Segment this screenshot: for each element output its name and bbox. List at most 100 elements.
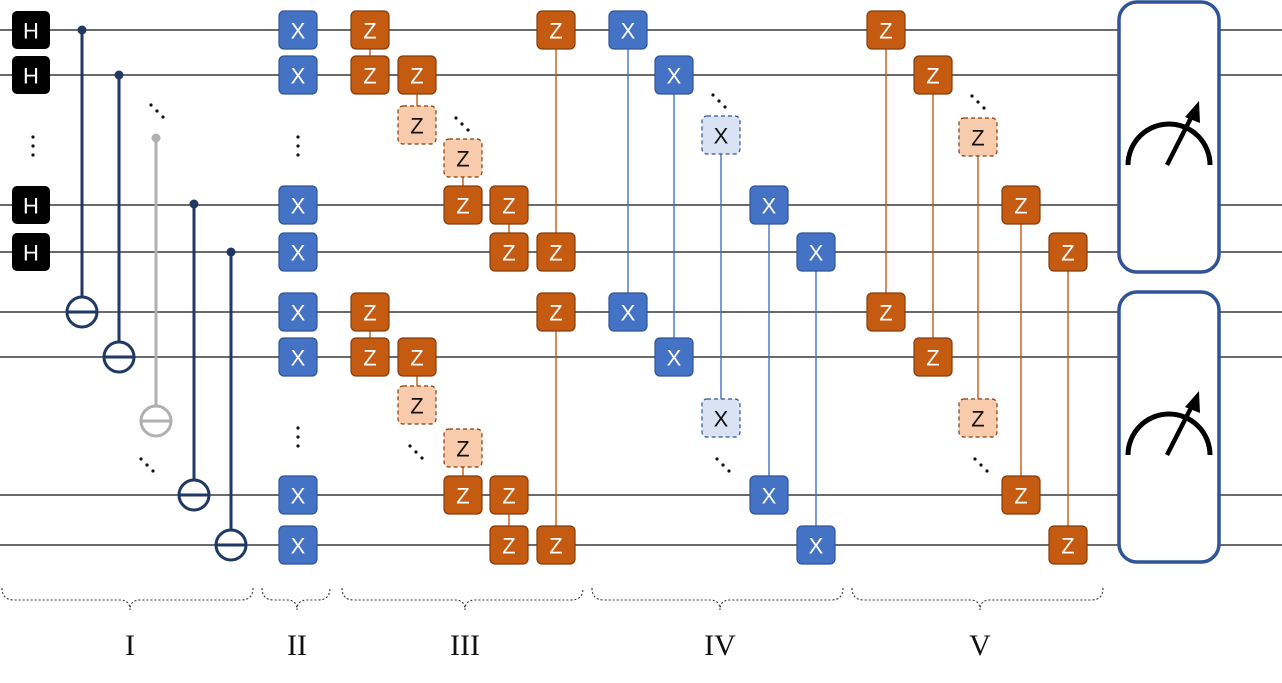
section-brace [341,587,584,611]
ellipsis-dots-icon [296,153,300,157]
x-gate [278,185,318,225]
gate-label: Z [549,301,562,326]
section-label: III [450,629,480,662]
ellipsis-dots-icon [973,457,977,461]
section-label: V [969,629,991,662]
gate-label: Z [879,301,892,326]
gate-label: X [291,346,306,371]
measurement-meter-icon [1125,411,1213,456]
section-label: I [125,629,135,662]
section-label: IV [704,629,736,662]
hadamard-label: H [23,19,39,44]
ellipsis-dots-icon [139,457,143,461]
ellipsis-dots-icon [149,103,153,107]
z-gate [536,292,576,332]
x-gate [749,475,789,515]
gate-label: X [291,534,306,559]
gate-label: Z [502,484,515,509]
measurement-box [1117,0,1221,274]
hadamard-gate [12,11,50,49]
gate-label: Z [410,394,423,419]
ellipsis-dots-icon [976,100,980,104]
z-gate [1001,185,1041,225]
gate-label: X [291,241,306,266]
gate-label: Z [926,64,939,89]
gate-label: X [621,301,636,326]
ellipsis-dots-icon [727,469,731,473]
gate-label: Z [410,346,423,371]
x-gate [278,232,318,272]
ellipsis-dots-icon [151,469,155,473]
control-dot-icon [151,133,161,143]
ellipsis-dots-icon [985,469,989,473]
hadamard-gate [12,233,50,271]
z-gate [489,475,529,515]
z-gate [443,475,483,515]
meter-arrowhead [1185,391,1200,413]
gate-label: Z [502,241,515,266]
z-gate [1048,525,1088,565]
x-gate [278,525,318,565]
z-gate [489,185,529,225]
ellipsis-dots-icon [31,144,35,148]
ellipsis-dots-icon [296,444,300,448]
z-gate [866,10,906,50]
qubit-wires [0,29,1282,546]
control-dot-icon [114,70,124,80]
z-gate [536,232,576,272]
ellipsis-dots-icon [717,99,721,103]
x-gate [608,292,648,332]
gate-label: X [809,241,824,266]
ellipsis-dots-icon [723,105,727,109]
gate-label: X [291,484,306,509]
x-gate [608,10,648,50]
gate-label: X [621,19,636,44]
x-gate [278,337,318,377]
gate-label: Z [363,64,376,89]
z-gate [866,292,906,332]
z-gate [1001,475,1041,515]
ellipsis-dots-icon [721,463,725,467]
gate-label: Z [410,114,423,139]
control-dot-icon [77,25,87,35]
measurement-layer [1117,0,1221,564]
control-dot-icon [189,199,199,209]
ellipsis-dots-icon [970,94,974,98]
ellipsis-dots-icon [979,463,983,467]
gate-label: Z [549,241,562,266]
gate-label: X [667,346,682,371]
ellipsis-dots-icon [31,153,35,157]
ellipsis-dots-icon [31,135,35,139]
z-gate [958,398,998,438]
ellipsis-dots-icon [414,450,418,454]
gate-label: X [714,124,729,149]
z-gate [350,337,390,377]
x-gate [701,398,741,438]
ellipsis-dots-icon [466,128,470,132]
z-gate [913,55,953,95]
z-gate [443,428,483,468]
gate-label: Z [971,407,984,432]
gate-label: Z [971,126,984,151]
z-gate [536,10,576,50]
gate-label: X [291,194,306,219]
z-gate [1048,232,1088,272]
z-gate [350,55,390,95]
gate-label: Z [1014,194,1027,219]
x-gate [654,337,694,377]
ellipsis-dots-icon [296,426,300,430]
x-gate [278,55,318,95]
section-brace [591,587,844,611]
gate-label: Z [456,194,469,219]
ellipsis-layer [31,93,989,473]
ellipsis-dots-icon [145,463,149,467]
z-gate [350,10,390,50]
gate-label: Z [1014,484,1027,509]
gate-label: Z [549,534,562,559]
gate-connectors [369,30,1069,545]
cnot-layer [65,25,248,562]
gate-label: Z [456,437,469,462]
gate-label: X [714,407,729,432]
